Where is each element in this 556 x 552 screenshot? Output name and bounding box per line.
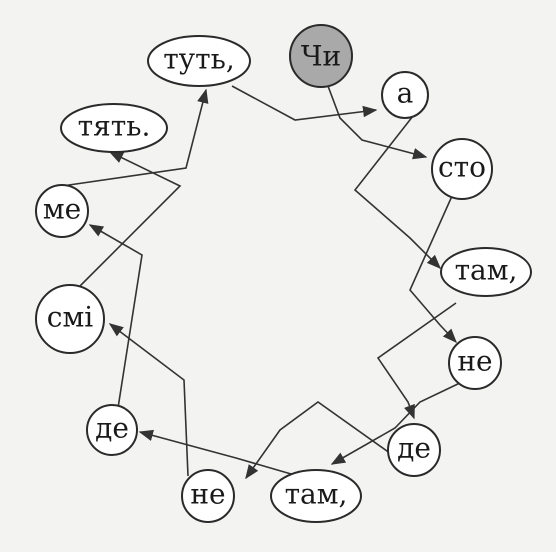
node-de-2: де — [86, 404, 138, 456]
node-de-1: де — [387, 423, 441, 477]
node-tyat-word: тять. — [78, 110, 151, 143]
arrow-a-to-sto — [353, 115, 442, 270]
arrow-me-to-tyat — [61, 88, 209, 187]
node-sto-word: сто — [438, 151, 486, 184]
node-sto: сто — [431, 138, 493, 200]
arrow-ne-to-de — [330, 381, 463, 465]
node-de-1-shape — [387, 423, 441, 477]
node-smi-word: смі — [47, 301, 93, 334]
node-ne-2: не — [181, 469, 235, 523]
node-ne-2-word: не — [190, 478, 225, 511]
arrow-smi-to-me — [79, 151, 182, 287]
node-tyat-shape — [60, 103, 168, 153]
node-tut-word: туть, — [163, 43, 235, 76]
node-smi-shape — [35, 284, 105, 354]
start-word: Чи — [301, 40, 341, 73]
node-ne-2-shape — [181, 469, 235, 523]
node-tam-2-word: там, — [285, 478, 348, 511]
arrow-de-to-tam — [245, 401, 395, 480]
node-tam-2-shape — [270, 469, 362, 523]
arrow-chi-to-a — [321, 69, 428, 160]
arrow-de-to-smi — [88, 224, 143, 409]
node-me-shape — [35, 184, 89, 238]
node-de-2-shape — [86, 404, 138, 456]
arrow-tut-to-chi — [231, 85, 378, 121]
node-tam-1-word: там, — [455, 254, 518, 287]
node-tam-1: там, — [440, 247, 532, 297]
node-a: а — [381, 71, 429, 119]
node-smi: смі — [35, 284, 105, 354]
node-sto-shape — [431, 138, 493, 200]
node-tyat: тять. — [60, 103, 168, 153]
node-tam-1-shape — [440, 247, 532, 297]
node-de-2-word: де — [95, 412, 129, 445]
node-ne-1: не — [448, 336, 502, 390]
node-de-1-word: де — [397, 432, 431, 465]
start-circle — [289, 24, 353, 88]
arrow-sto-to-tam — [409, 195, 457, 344]
node-chi: Чи — [289, 24, 353, 88]
node-tut-shape — [147, 35, 251, 87]
arrow-tam-to-ne — [376, 302, 457, 420]
node-tam-2: там, — [270, 469, 362, 523]
node-ne-1-word: не — [457, 345, 492, 378]
node-ne-1-shape — [448, 336, 502, 390]
node-a-shape — [381, 71, 429, 119]
arrow-routes — [61, 69, 463, 480]
node-me-word: ме — [43, 193, 81, 226]
node-me: ме — [35, 184, 89, 238]
arrow-ne-to-de-2 — [108, 323, 189, 477]
node-a-word: а — [397, 77, 414, 110]
arrow-tam-to-ne-2 — [138, 429, 299, 477]
node-tut: туть, — [147, 35, 251, 87]
